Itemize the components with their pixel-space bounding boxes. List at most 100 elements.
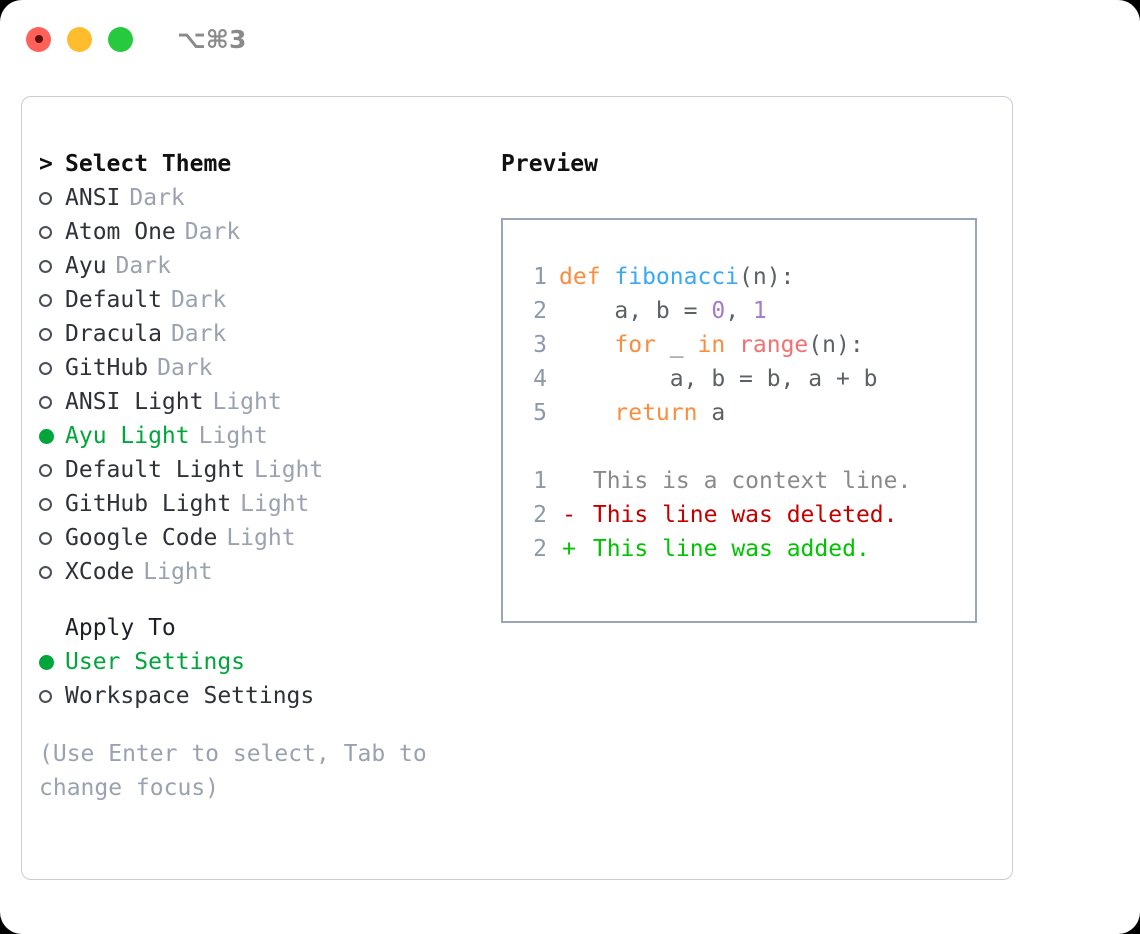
- code-line-number: 2: [533, 298, 547, 324]
- theme-item-badge: Light: [240, 491, 310, 517]
- code-token-plain: _: [655, 332, 698, 358]
- code-line-number: 4: [533, 366, 547, 392]
- radio-empty-icon: [39, 565, 65, 579]
- page-title: Select Theme: [65, 151, 232, 177]
- theme-item-label: Dracula: [65, 321, 162, 347]
- apply-to-label: Apply To: [65, 615, 176, 641]
- radio-empty-icon: [39, 497, 65, 511]
- diff-line-text: This line was deleted.: [579, 502, 898, 528]
- theme-item-label: GitHub Light: [65, 491, 232, 517]
- apply-to-heading: Apply To: [39, 611, 499, 645]
- code-token-plain: (n):: [808, 332, 864, 358]
- code-token-call: range: [739, 332, 809, 358]
- theme-item-badge: Dark: [184, 219, 241, 245]
- theme-item-badge: Light: [212, 389, 282, 415]
- theme-item-label: Default Light: [65, 457, 246, 483]
- bullet: [39, 361, 52, 375]
- code-token-kw: for: [614, 332, 656, 358]
- code-token-num: 1: [752, 298, 767, 324]
- radio-empty-icon: [39, 463, 65, 477]
- theme-list-heading: > Select Theme: [39, 147, 499, 181]
- diff-marker: [559, 464, 579, 498]
- radio-empty-icon: [39, 689, 65, 703]
- bullet: [39, 428, 54, 444]
- code-token-kw: in: [697, 332, 726, 358]
- theme-item-label: Ayu: [65, 253, 107, 279]
- theme-item-badge: Light: [254, 457, 324, 483]
- diff-line-number: 2: [533, 502, 547, 528]
- radio-empty-icon: [39, 259, 65, 273]
- minimize-button[interactable]: [67, 26, 92, 52]
- bullet: [39, 225, 52, 239]
- close-button[interactable]: [26, 26, 51, 52]
- theme-item-dracula[interactable]: Dracula Dark: [39, 317, 499, 351]
- diff-line-number: 1: [533, 468, 547, 494]
- theme-item-label: GitHub: [65, 355, 149, 381]
- code-line-number: 1: [533, 264, 547, 290]
- code-token-plain: [725, 332, 739, 358]
- title-bar: ⌥⌘3: [0, 0, 1140, 78]
- bullet: [39, 259, 52, 273]
- theme-item-github-light[interactable]: GitHub Light Light: [39, 487, 499, 521]
- code-line: 4 a, b = b, a + b: [503, 362, 975, 396]
- caret-icon: >: [39, 151, 53, 177]
- radio-selected-icon: [39, 428, 65, 444]
- keyboard-shortcut-label: ⌥⌘3: [177, 24, 247, 54]
- theme-item-ansi-light[interactable]: ANSI Light Light: [39, 385, 499, 419]
- bullet: [39, 531, 52, 545]
- code-line: 3 for _ in range(n):: [503, 328, 975, 362]
- theme-item-badge: Dark: [157, 355, 213, 381]
- theme-item-label: Ayu Light: [65, 423, 190, 449]
- theme-item-label: ANSI: [65, 185, 121, 211]
- code-token-plain: (n):: [739, 264, 795, 290]
- theme-item-default[interactable]: Default Dark: [39, 283, 499, 317]
- apply-to-option-user-settings[interactable]: User Settings: [39, 645, 499, 679]
- theme-item-ayu-light[interactable]: Ayu Light Light: [39, 419, 499, 453]
- apply-to-option-workspace-settings[interactable]: Workspace Settings: [39, 679, 499, 713]
- bullet: [39, 191, 52, 205]
- bullet: [39, 497, 52, 511]
- theme-item-label: ANSI Light: [65, 389, 204, 415]
- bullet: [39, 654, 54, 670]
- code-token-plain: a, b = b, a + b: [559, 366, 878, 392]
- bullet: [39, 689, 52, 703]
- radio-empty-icon: [39, 327, 65, 341]
- theme-item-label: Default: [65, 287, 162, 313]
- bullet: [39, 565, 52, 579]
- theme-item-badge: Light: [198, 423, 268, 449]
- radio-empty-icon: [39, 293, 65, 307]
- code-line: 2 a, b = 0, 1: [503, 294, 975, 328]
- maximize-button[interactable]: [108, 26, 133, 52]
- diff-sample: 1 This is a context line. 2- This line wa…: [503, 464, 975, 566]
- diff-marker: -: [562, 502, 576, 528]
- diff-line-text: This line was added.: [579, 536, 870, 562]
- bullet: [39, 395, 52, 409]
- code-line-content: a, b = b, a + b: [559, 362, 878, 396]
- keyboard-hint: (Use Enter to select, Tab to change focu…: [39, 741, 427, 801]
- theme-item-badge: Dark: [170, 321, 227, 347]
- bullet: [39, 327, 52, 341]
- bullet: [39, 293, 52, 307]
- diff-line: 1 This is a context line.: [503, 464, 975, 498]
- theme-item-github[interactable]: GitHub Dark: [39, 351, 499, 385]
- code-token-kw: def: [559, 264, 615, 290]
- radio-empty-icon: [39, 191, 65, 205]
- code-token-plain: [559, 332, 614, 358]
- code-token-plain: ,: [725, 298, 753, 324]
- theme-item-default-light[interactable]: Default Light Light: [39, 453, 499, 487]
- theme-item-badge: Dark: [170, 287, 227, 313]
- section-spacer: [39, 589, 499, 611]
